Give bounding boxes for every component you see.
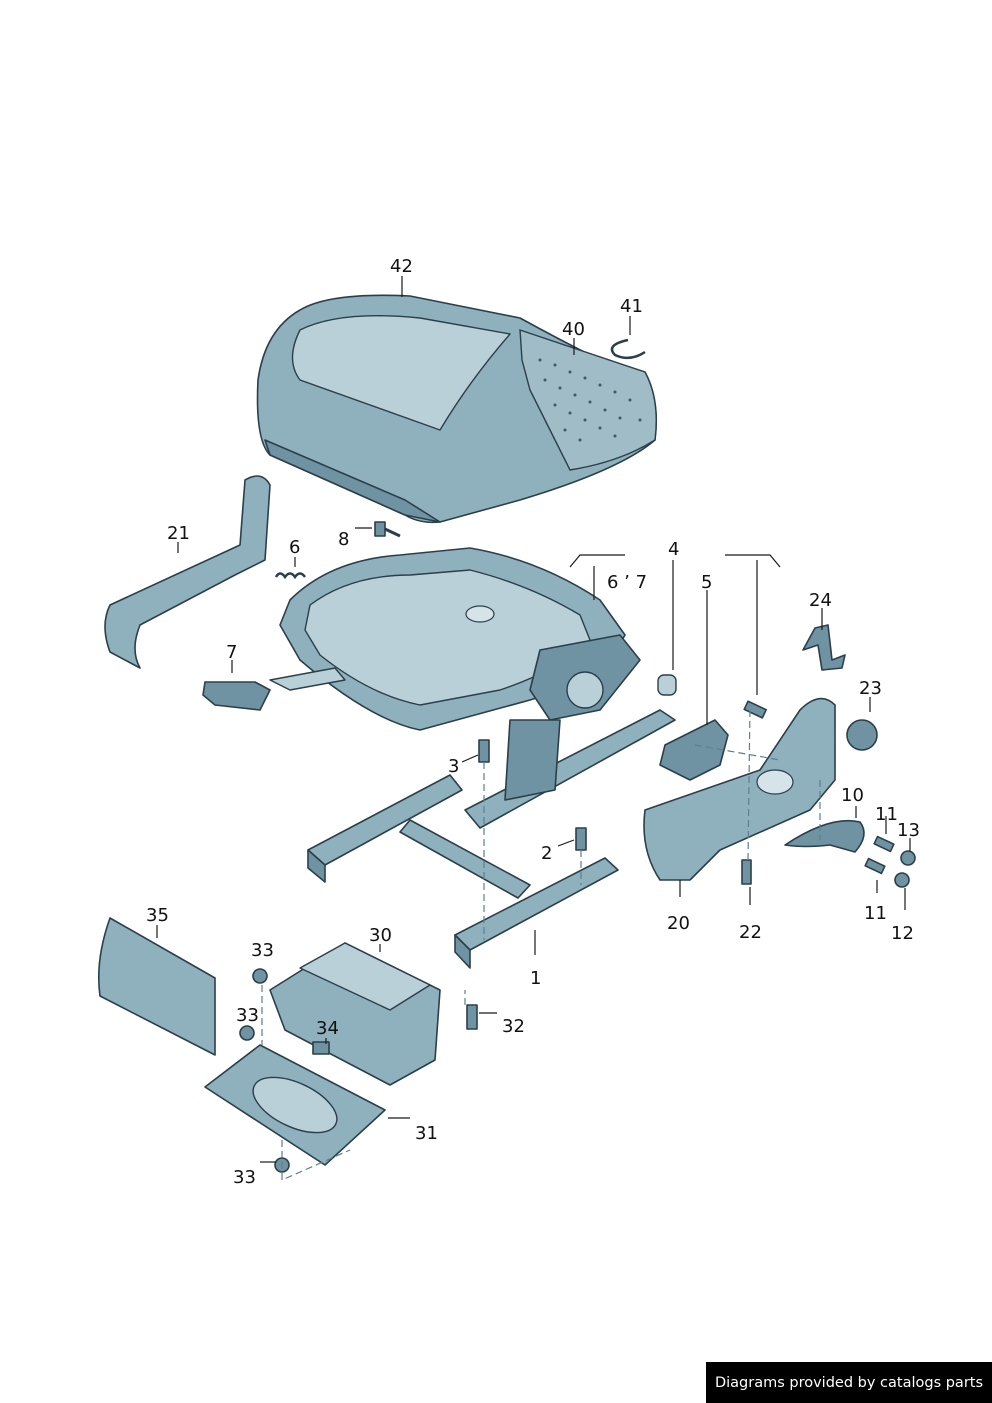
callout-10: 10	[841, 785, 864, 806]
adjuster-plate	[659, 719, 729, 781]
callout-35: 35	[146, 905, 169, 926]
credit-badge: Diagrams provided by catalogs parts	[706, 1362, 992, 1403]
leader-lines	[156, 276, 911, 1163]
callout-1: 1	[530, 968, 541, 989]
release-lever	[784, 819, 865, 853]
seat-pan-frame	[279, 547, 626, 731]
tension-spring	[274, 572, 307, 580]
callout-32: 32	[502, 1016, 525, 1037]
callout-12: 12	[891, 923, 914, 944]
retaining-clip-34	[312, 1041, 330, 1055]
callout-2: 2	[541, 843, 552, 864]
spacer-sleeve	[657, 674, 677, 696]
storage-drawer	[269, 942, 441, 1086]
seat-rail	[464, 709, 676, 829]
callout-22: 22	[739, 922, 762, 943]
seat-rail-support	[504, 719, 561, 801]
plug-33-middle	[239, 1025, 255, 1041]
outer-side-cover	[643, 697, 836, 881]
callout-5: 5	[701, 572, 712, 593]
callout-33-top: 33	[251, 940, 274, 961]
drawer-tray	[204, 1044, 386, 1166]
callout-21: 21	[167, 523, 190, 544]
screw-22	[741, 859, 752, 885]
callout-labels: 42 41 40 21 6 8 4 6 ’ 7 5 24 23 7 3 10 1…	[146, 256, 920, 1188]
base-frame	[307, 774, 619, 969]
screw-bracket	[743, 700, 767, 719]
callout-11-lower: 11	[864, 903, 887, 924]
screw-32	[466, 1004, 478, 1030]
bolt-3	[478, 739, 490, 763]
callout-24: 24	[809, 590, 832, 611]
adjustment-lever-knob	[202, 681, 271, 711]
callout-11-upper: 11	[875, 804, 898, 825]
adjustment-lever-rail	[269, 667, 346, 691]
callout-8: 8	[338, 529, 349, 550]
callout-33-bottom: 33	[233, 1167, 256, 1188]
callout-23: 23	[859, 678, 882, 699]
assembly-lines	[261, 704, 821, 1181]
callout-34: 34	[316, 1018, 339, 1039]
callout-31: 31	[415, 1123, 438, 1144]
callout-30: 30	[369, 925, 392, 946]
callout-20: 20	[667, 913, 690, 934]
handwheel	[846, 719, 878, 751]
callout-42: 42	[390, 256, 413, 277]
callout-6: 6	[289, 537, 300, 558]
callout-4: 4	[668, 539, 679, 560]
front-trim-cover	[97, 917, 216, 1056]
callout-7: 7	[226, 642, 237, 663]
screw-cap-lower	[894, 872, 910, 888]
bolt-2	[575, 827, 587, 851]
mounting-bracket	[802, 624, 846, 671]
screw-upper	[873, 835, 895, 853]
callout-33-middle: 33	[236, 1005, 259, 1026]
retaining-clip	[610, 338, 646, 360]
callout-6-7: 6 ’ 7	[607, 572, 647, 593]
screw-cap-upper	[900, 850, 916, 866]
seat-cushion-cover	[256, 294, 658, 524]
callout-41: 41	[620, 296, 643, 317]
side-trim-panel	[104, 475, 271, 669]
screw-lower	[864, 857, 886, 875]
callout-13: 13	[897, 820, 920, 841]
mounting-bolt	[374, 521, 401, 538]
callout-3: 3	[448, 756, 459, 777]
callout-40: 40	[562, 319, 585, 340]
height-adjuster-mechanism	[529, 634, 641, 721]
group-bracket	[569, 554, 781, 568]
plug-33-top	[252, 968, 268, 984]
